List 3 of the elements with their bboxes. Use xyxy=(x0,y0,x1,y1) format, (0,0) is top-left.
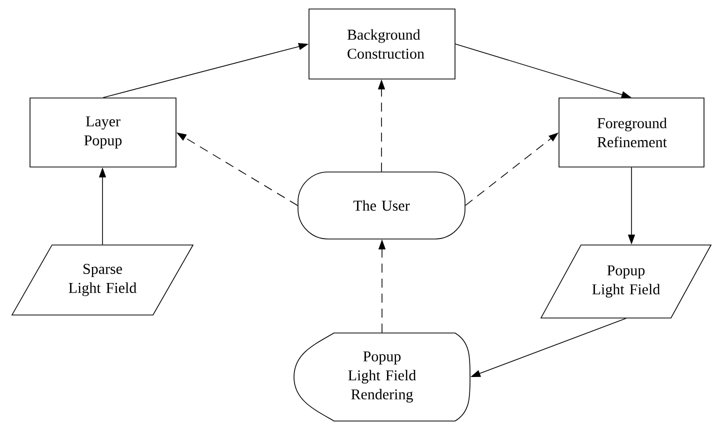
process-box: Foreground Refinement xyxy=(558,98,704,168)
process-box: Layer Popup xyxy=(30,98,176,168)
process-box: Background Construction xyxy=(308,8,456,80)
